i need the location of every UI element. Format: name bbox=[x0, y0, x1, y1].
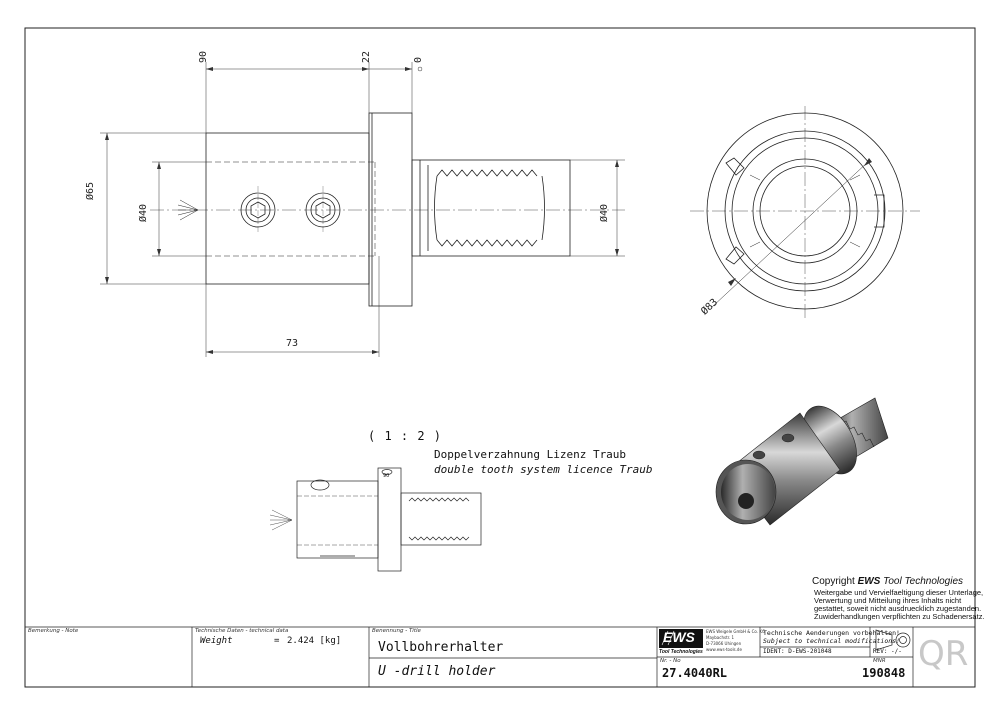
copyright-line: Weitergabe und Vervielfaeltigung dieser … bbox=[814, 588, 984, 597]
changes-german: Technische Aenderungen vorbehalten! bbox=[763, 629, 900, 637]
mnr-label: MNR bbox=[873, 658, 886, 664]
note-english: double tooth system licence Traub bbox=[434, 463, 653, 476]
logo-text: EWS bbox=[663, 629, 695, 645]
dim-0: 0 bbox=[413, 56, 424, 63]
title-english: U -drill holder bbox=[378, 664, 496, 679]
dimension-arrows bbox=[105, 67, 619, 354]
title-german: Vollbohrerhalter bbox=[378, 640, 504, 655]
qr-placeholder: QR bbox=[918, 634, 969, 674]
note-german: Doppelverzahnung Lizenz Traub bbox=[434, 448, 627, 461]
title-block bbox=[25, 626, 975, 687]
dim-73: 73 bbox=[286, 338, 299, 349]
company-line: www.ews-tools.de bbox=[706, 647, 742, 652]
tech-data-label: Technische Daten - technical data bbox=[195, 628, 289, 634]
company-line: EWS Weigele GmbH & Co. KG bbox=[706, 629, 766, 634]
dim-22: 22 bbox=[361, 50, 372, 63]
copyright-suffix: Tool Technologies bbox=[880, 576, 964, 587]
scaled-view bbox=[269, 467, 482, 572]
part-number: 27.4040RL bbox=[662, 666, 728, 680]
dim-90: 90 bbox=[198, 50, 209, 63]
dim-d40-left: Ø40 bbox=[138, 203, 149, 222]
ews-logo bbox=[659, 629, 703, 648]
copyright-line: Verwertung und Mitteilung ihres Inhalts … bbox=[814, 596, 962, 605]
changes-english: Subject to technical modifications! bbox=[763, 637, 900, 645]
holder-3d-render bbox=[715, 397, 889, 526]
projection-symbol-icon bbox=[875, 629, 911, 651]
weight-equals: = bbox=[274, 636, 280, 646]
sheet-frame bbox=[24, 27, 976, 688]
dim-d65: Ø65 bbox=[85, 181, 96, 200]
side-view bbox=[690, 106, 920, 318]
revision: REV: -/- bbox=[873, 648, 902, 655]
scale-label: ( 1 : 2 ) bbox=[368, 429, 443, 443]
front-view-dimensions bbox=[100, 62, 625, 357]
number-label: Nr. - No bbox=[660, 658, 681, 664]
ident-number: IDENT: D-EWS-201048 bbox=[763, 648, 832, 655]
copyright-line: Zuwiderhandlungen verpflichten zu Schade… bbox=[814, 612, 985, 621]
dim-d40-right: Ø40 bbox=[599, 203, 610, 222]
company-line: Maybachstr. 1 bbox=[706, 635, 735, 640]
copyright-prefix: Copyright bbox=[812, 576, 858, 587]
copyright-line: gestattet, soweit nicht ausdruecklich zu… bbox=[814, 604, 982, 613]
weight-value: 2.424 [kg] bbox=[287, 636, 342, 646]
note-label: Bemerkung - Note bbox=[28, 628, 79, 634]
front-view bbox=[150, 112, 625, 307]
logo-subtitle: Tool Technologies bbox=[659, 649, 703, 655]
company-line: D-73066 Uhingen bbox=[706, 641, 742, 646]
copyright-title: Copyright EWS Tool Technologies bbox=[812, 577, 963, 587]
side-view-arrows bbox=[728, 158, 872, 286]
mnr-number: 190848 bbox=[862, 666, 906, 680]
title-label: Benennung - Title bbox=[372, 628, 421, 634]
small-view-label: 90 bbox=[383, 473, 390, 479]
weight-label: Weight bbox=[200, 636, 233, 646]
copyright-brand: EWS bbox=[857, 576, 881, 587]
